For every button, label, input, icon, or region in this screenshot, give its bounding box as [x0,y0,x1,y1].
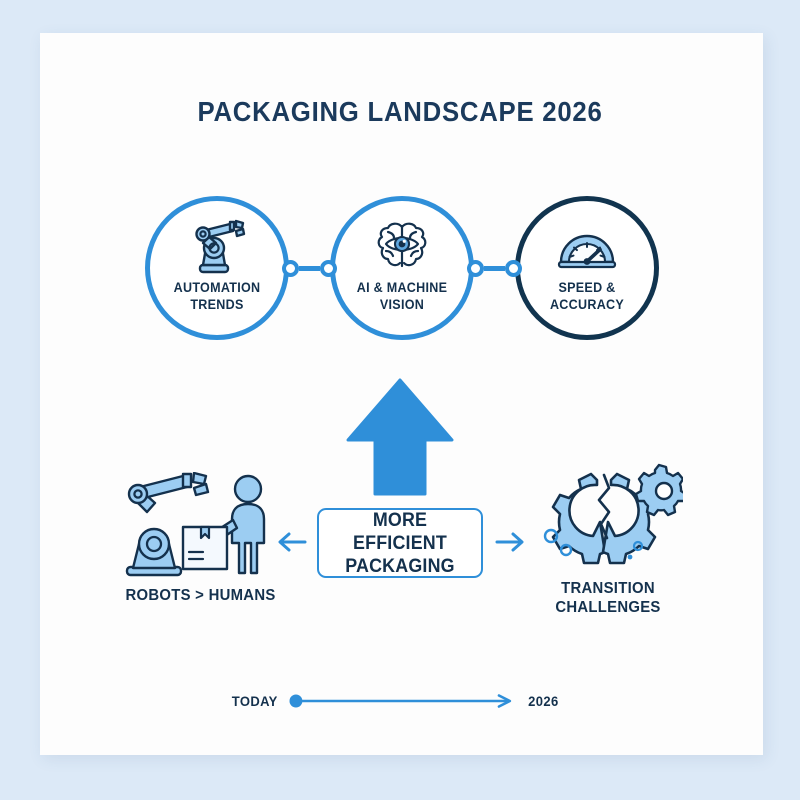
cluster-label: ROBOTS > HUMANS [125,587,276,604]
brain-eye-icon [335,217,469,275]
timeline-track [289,694,517,708]
robot-arm-icon [150,217,284,275]
connector-bar [484,265,505,271]
up-arrow-icon [345,378,455,501]
connector-2-3 [467,258,522,278]
arrow-right-icon [495,530,525,559]
center-text-line1: MORE EFFICIENT [353,509,447,554]
pillar-speed-accuracy[interactable]: SPEED & ACCURACY [515,196,659,340]
connector-ring-right [505,259,522,277]
gauge-icon [520,217,654,275]
pillar-label-line1: SPEED & [558,280,616,295]
pillar-label-line2: VISION [379,297,425,312]
pillar-label-line1: AI & MACHINE [356,280,448,295]
cluster-robots-humans[interactable]: ROBOTS > HUMANS [118,472,283,605]
broken-gear-icon [528,458,688,570]
page-title: PACKAGING LANDSCAPE 2026 [197,96,603,127]
connector-ring-left [467,259,484,277]
center-message-box[interactable]: MORE EFFICIENT PACKAGING [317,508,483,578]
center-message-text: MORE EFFICIENT PACKAGING [324,509,476,578]
pillar-automation-trends[interactable]: AUTOMATION TRENDS [145,196,289,340]
connector-ring-left [282,259,299,277]
connector-ring-right [320,259,337,277]
timeline-end-label: 2026 [528,693,559,709]
pillar-label-line2: TRENDS [190,297,244,312]
pillar-label: AUTOMATION TRENDS [155,279,280,313]
center-text-line2: PACKAGING [345,555,455,577]
timeline: TODAY 2026 [230,686,560,716]
connector-1-2 [282,258,337,278]
timeline-start-label: TODAY [231,693,278,709]
pillar-label-line1: AUTOMATION [173,280,261,295]
pillar-ai-machine-vision[interactable]: AI & MACHINE VISION [330,196,474,340]
cluster-transition-challenges[interactable]: TRANSITION CHALLENGES [528,458,688,617]
arrow-left-icon [277,530,307,559]
robot-arm-worker-box-icon [118,472,283,577]
cluster-label: TRANSITION CHALLENGES [555,580,661,616]
pillar-label: SPEED & ACCURACY [525,279,650,313]
connector-bar [299,265,320,271]
pillar-label: AI & MACHINE VISION [340,279,465,313]
pillar-label-line2: ACCURACY [549,297,625,312]
